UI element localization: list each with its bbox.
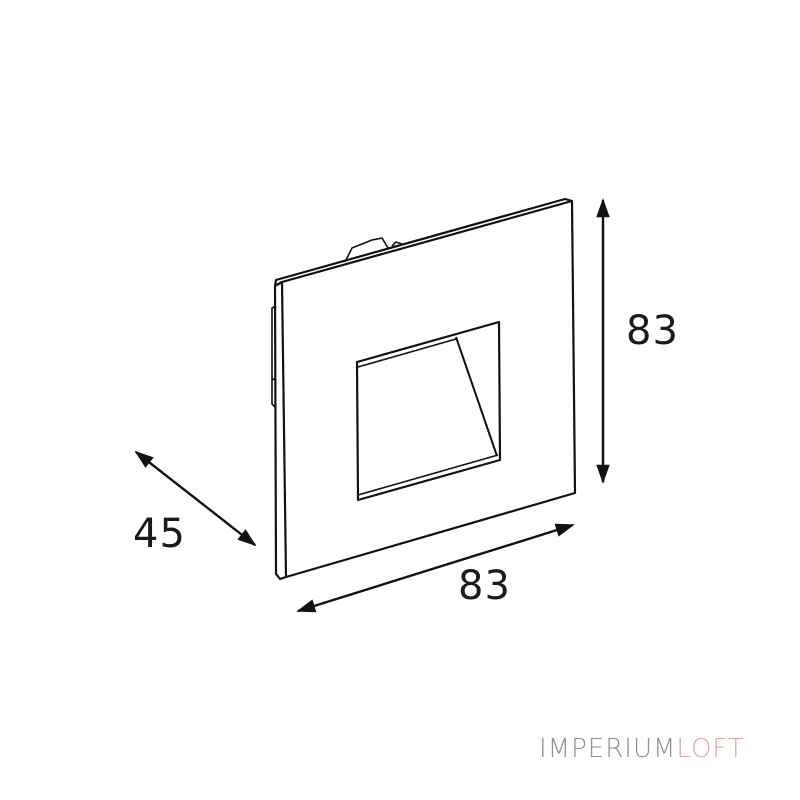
width-dimension-arrow	[296, 523, 575, 613]
light-opening	[355, 320, 502, 502]
brand-logo-part2: LOFT	[676, 734, 745, 764]
width-dimension-label: 83	[458, 563, 511, 609]
opening-top-lip	[357, 338, 457, 368]
depth-dimension-arrow	[134, 450, 257, 547]
depth-dimension-label: 45	[133, 511, 186, 557]
brand-logo-part1: IMPERIUM	[539, 734, 677, 764]
plate-top-edge	[273, 197, 573, 287]
reflector-diagonal	[455, 336, 498, 457]
height-dimension-label: 83	[626, 308, 679, 354]
light-fixture	[271, 197, 577, 581]
dimension-lines	[134, 198, 610, 613]
top-clip	[344, 237, 403, 263]
side-bracket	[271, 305, 277, 409]
opening-bottom-lip	[357, 454, 499, 496]
brand-logo: IMPERIUMLOFT	[539, 736, 745, 762]
